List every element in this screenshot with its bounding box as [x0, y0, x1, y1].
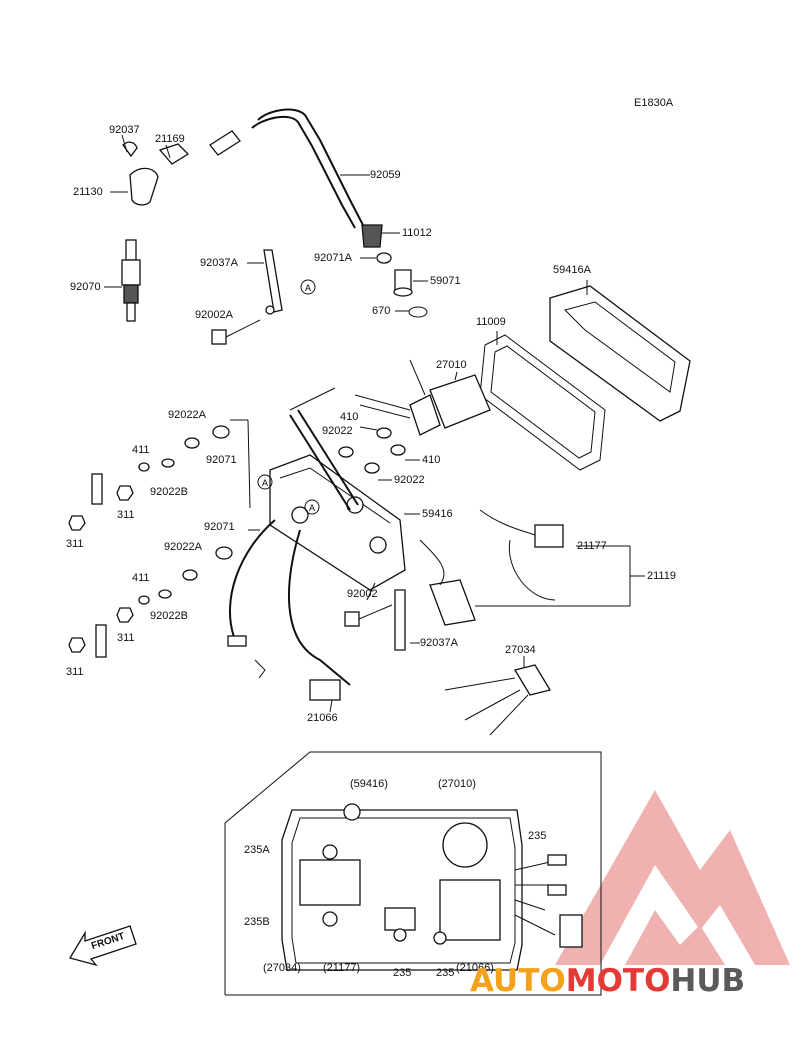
plug-cap	[122, 141, 190, 206]
watermark-part-hub: HUB	[670, 963, 746, 999]
label-92022B-mid: 92022B	[150, 610, 188, 622]
label-27034: 27034	[505, 644, 536, 656]
label-21177: 21177	[577, 540, 607, 552]
cap-11012	[361, 224, 383, 248]
inset-label-235-b1: 235	[393, 967, 412, 979]
watermark-part-moto: MOTO	[565, 963, 671, 999]
svg-text:A: A	[305, 283, 311, 293]
svg-text:A: A	[309, 503, 315, 513]
front-arrow-icon	[68, 925, 137, 967]
label-59416: 59416	[422, 508, 453, 520]
starter-relay-27010	[354, 359, 491, 436]
bracket-92037A-top	[263, 249, 283, 315]
label-21169: 21169	[155, 133, 185, 145]
label-92071-mid: 92071	[204, 521, 235, 533]
label-21066: 21066	[307, 712, 338, 724]
high-tension-cable	[209, 108, 364, 229]
diagram-code: E1830A	[634, 97, 674, 109]
inset-label-235-top: 235	[528, 830, 547, 842]
ignition-coil	[419, 539, 476, 626]
inset-label-235A: 235A	[244, 844, 270, 856]
label-11012: 11012	[402, 227, 432, 239]
label-92022A-top: 92022A	[168, 409, 206, 421]
label-92022-a: 92022	[322, 425, 353, 437]
washers-92022	[338, 427, 406, 474]
label-411-mid: 411	[132, 572, 150, 584]
spark-plug	[121, 239, 141, 322]
inset-label-27034: (27034)	[263, 962, 301, 974]
label-27010: 27010	[436, 359, 467, 371]
label-92002: 92002	[347, 588, 378, 600]
watermark-logo-icon	[555, 790, 790, 965]
label-59416A: 59416A	[553, 264, 591, 276]
leader-lines	[104, 134, 645, 713]
label-311-d: 311	[66, 666, 84, 678]
o-ring-670	[408, 306, 428, 318]
label-59071: 59071	[430, 275, 461, 287]
inset-label-59416: (59416)	[350, 778, 388, 790]
label-92002A: 92002A	[195, 309, 233, 321]
inset-label-27010: (27010)	[438, 778, 476, 790]
inset-label-235B: 235B	[244, 916, 270, 928]
label-92022A-mid: 92022A	[164, 541, 202, 553]
washer-92071A	[376, 252, 392, 264]
label-21119: 21119	[647, 570, 676, 582]
coil-21177	[479, 509, 564, 601]
wiring-harness	[227, 519, 351, 701]
bracket-92037A-low	[394, 589, 406, 651]
label-92059: 92059	[370, 169, 401, 181]
label-92071-top: 92071	[206, 454, 237, 466]
inset-label-21066: (21066)	[456, 962, 494, 974]
label-311-a: 311	[117, 509, 135, 521]
watermark-part-auto: AUTO	[470, 963, 566, 999]
label-21130: 21130	[73, 186, 103, 198]
label-92070: 92070	[70, 281, 101, 293]
label-92071A: 92071A	[314, 252, 352, 264]
electric-case-59416	[269, 387, 406, 591]
watermark-brand: AUTOMOTOHUB	[470, 963, 745, 999]
label-411-top: 411	[132, 444, 150, 456]
label-92037A-low: 92037A	[420, 637, 458, 649]
bolt-92002	[344, 604, 393, 627]
label-410-b: 410	[422, 454, 441, 466]
label-311-b: 311	[66, 538, 84, 550]
bolt-92002A	[211, 319, 261, 345]
label-11009: 11009	[476, 316, 506, 328]
label-410-a: 410	[340, 411, 359, 423]
cover-59416A	[549, 285, 691, 422]
a-markers: A A A	[257, 279, 320, 515]
inset-label-235-b2: 235	[436, 967, 455, 979]
label-92022B-top: 92022B	[150, 486, 188, 498]
svg-text:A: A	[262, 478, 268, 488]
inset-label-21177: (21177)	[323, 962, 361, 974]
label-311-c: 311	[117, 632, 135, 644]
label-92037: 92037	[109, 124, 140, 136]
label-92037A-top: 92037A	[200, 257, 238, 269]
inset-panel	[224, 751, 602, 996]
regulator-27034	[444, 664, 552, 736]
grommets-left	[138, 425, 233, 605]
label-92022-b: 92022	[394, 474, 425, 486]
label-670: 670	[372, 305, 391, 317]
nuts-311	[68, 473, 134, 658]
fitting-59071	[393, 269, 413, 297]
